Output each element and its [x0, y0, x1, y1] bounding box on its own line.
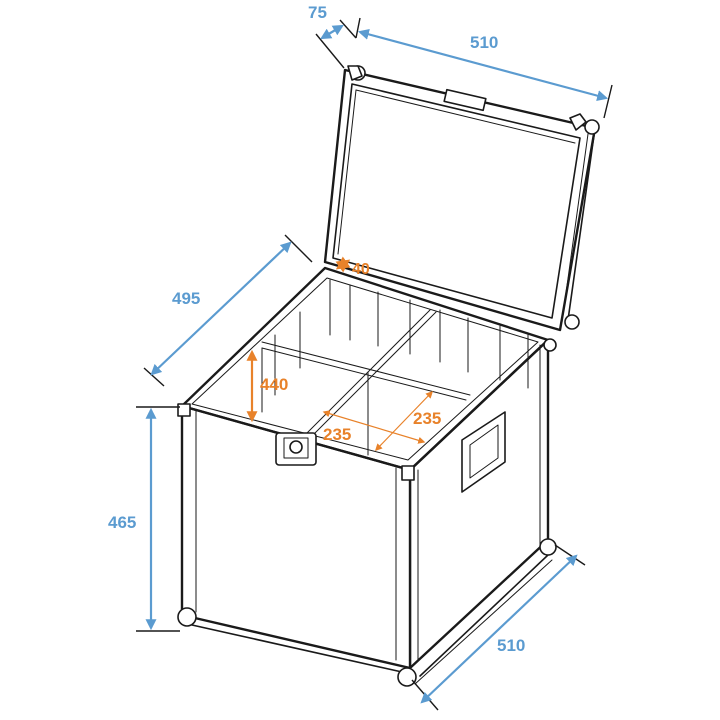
dim-label-lid-depth: 75 — [308, 3, 327, 22]
dim-label-inner-height: 440 — [260, 375, 288, 394]
corner-ball — [543, 338, 557, 352]
dim-label-height: 465 — [108, 513, 136, 532]
dim-label-lid-width: 510 — [470, 33, 498, 52]
corner-ball — [397, 667, 417, 687]
lid-corner-ball — [584, 119, 600, 135]
lid-corner-ball — [564, 314, 580, 330]
case-lid — [323, 65, 600, 332]
corner-ball — [539, 538, 557, 556]
side-handle — [461, 411, 506, 493]
case-body — [177, 266, 557, 687]
dim-label-compartment-depth: 235 — [413, 409, 441, 428]
dim-label-lid-inner: 40 — [352, 261, 370, 278]
interior-back-wall — [261, 279, 529, 413]
outer-dimensions — [136, 17, 613, 711]
front-latch — [275, 432, 317, 466]
inner-dimensions — [246, 256, 434, 452]
dim-label-depth: 495 — [172, 289, 200, 308]
corner-bracket — [401, 465, 415, 481]
corner-ball — [177, 607, 197, 627]
dim-label-width: 510 — [497, 636, 525, 655]
dim-label-compartment-width: 235 — [323, 425, 351, 444]
corner-bracket — [177, 403, 191, 417]
